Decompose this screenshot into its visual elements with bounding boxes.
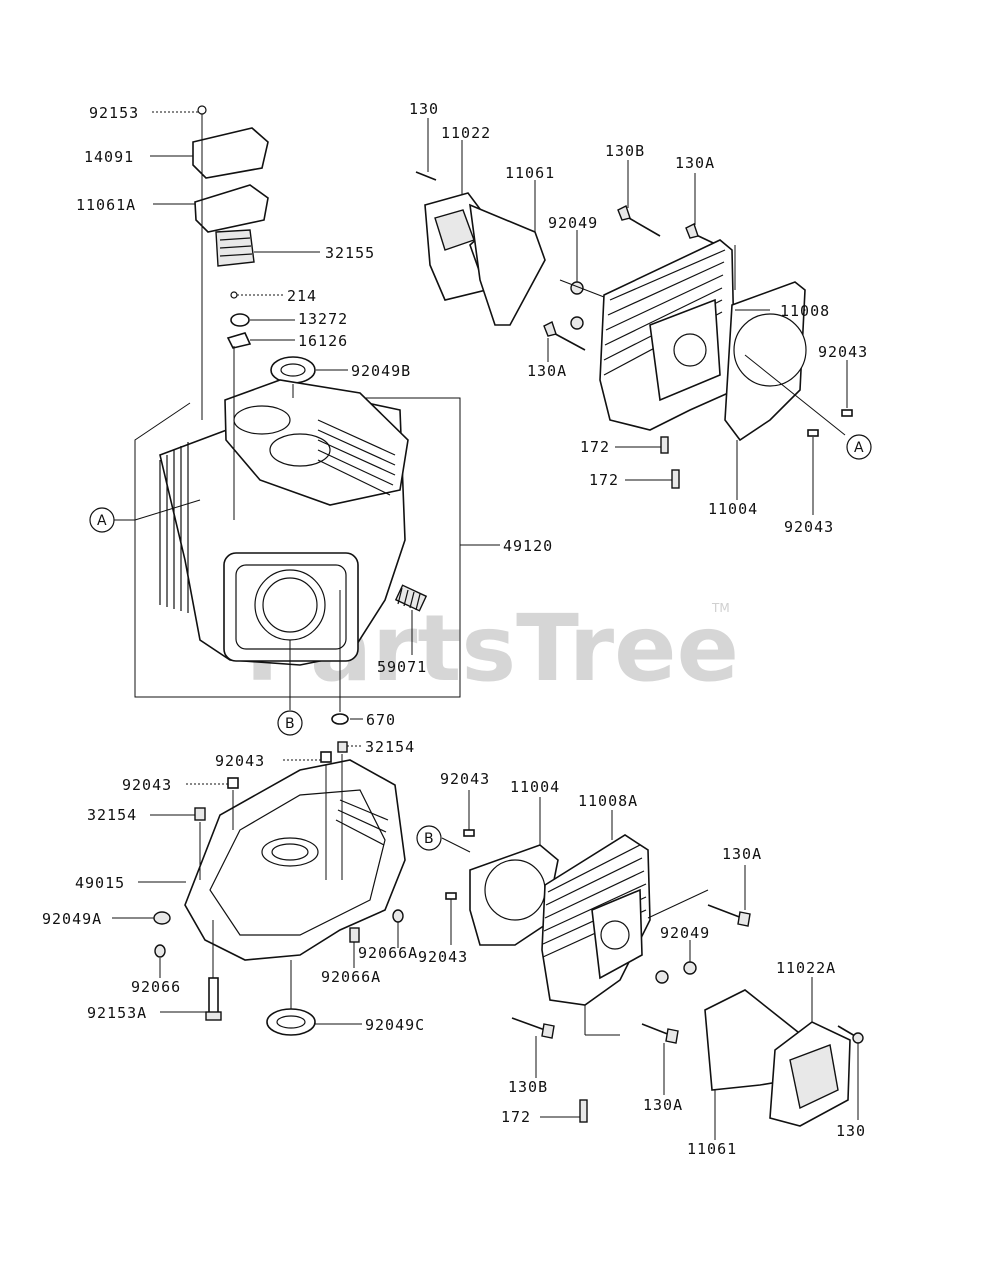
label-49120: 49120 (503, 537, 553, 555)
watermark-trademark: TM (711, 601, 730, 615)
plug-92066 (154, 944, 166, 958)
label-172-bot: 172 (501, 1108, 531, 1126)
pin-32154-l1 (194, 807, 206, 821)
label-11008: 11008 (780, 302, 830, 320)
dowel-92043-b1 (463, 829, 475, 837)
plate-16126 (226, 332, 252, 349)
label-11022a: 11022A (776, 959, 836, 977)
nut-92049-bot (683, 961, 697, 975)
label-92049b: 92049B (351, 362, 411, 380)
label-92153: 92153 (89, 104, 139, 122)
label-130a-b1: 130A (722, 845, 762, 863)
ref-marker-b-bottom: B (416, 825, 442, 851)
label-32154-c1: 32154 (365, 738, 415, 756)
label-670: 670 (366, 711, 396, 729)
label-92066: 92066 (131, 978, 181, 996)
pin-32154-c1 (337, 741, 348, 753)
label-130a-top: 130A (675, 154, 715, 172)
label-92043-r2: 92043 (784, 518, 834, 536)
label-130a-b2: 130A (643, 1096, 683, 1114)
svg-text:B: B (424, 831, 434, 847)
label-92043-c1: 92043 (215, 752, 265, 770)
label-130-top: 130 (409, 100, 439, 118)
label-92049a: 92049A (42, 910, 102, 928)
breather-32155 (215, 229, 255, 267)
bolt-130-bot (837, 1025, 864, 1044)
label-214: 214 (287, 287, 317, 305)
cylinder-head-assembly-1 (415, 118, 853, 515)
label-92043-r1: 92043 (818, 343, 868, 361)
dowel-92043-c1 (320, 751, 332, 763)
svg-text:A: A (97, 513, 107, 529)
ref-marker-a-left: A (89, 507, 115, 533)
ref-marker-b-top: B (277, 710, 303, 736)
label-92066a-2: 92066A (321, 968, 381, 986)
svg-text:B: B (285, 716, 295, 732)
label-92153a: 92153A (87, 1004, 147, 1022)
dowel-92043-r1 (841, 409, 853, 417)
label-32155: 32155 (325, 244, 375, 262)
dowel-92043-b2 (445, 892, 457, 900)
cylinder-head-assembly-2 (441, 790, 864, 1140)
label-130b-bot: 130B (508, 1078, 548, 1096)
crankcase-cover-assembly (112, 741, 406, 1036)
svg-text:A: A (854, 440, 864, 456)
label-11004-top: 11004 (708, 500, 758, 518)
label-11061a: 11061A (76, 196, 136, 214)
label-16126: 16126 (298, 332, 348, 350)
bolt-92153a (205, 977, 222, 1021)
crankcase-cylinder-assembly (113, 105, 500, 725)
label-92049-bot: 92049 (660, 924, 710, 942)
plug-92066a-1 (392, 909, 404, 923)
stud-172-a (660, 436, 669, 454)
dowel-92043-l1 (227, 777, 239, 789)
label-172-a: 172 (580, 438, 610, 456)
label-172-b: 172 (589, 471, 619, 489)
label-11004-bot: 11004 (510, 778, 560, 796)
dowel-92043-r2 (807, 429, 819, 437)
label-130b-top: 130B (605, 142, 645, 160)
washer-13272 (230, 313, 250, 327)
bolt-130-top (415, 171, 437, 181)
label-14091: 14091 (84, 148, 134, 166)
stud-172-bot (579, 1099, 588, 1123)
label-32154-l1: 32154 (87, 806, 137, 824)
bolt-130a-b2 (641, 1023, 679, 1044)
label-11061-top: 11061 (505, 164, 555, 182)
label-11008a: 11008A (578, 792, 638, 810)
label-92043-b2: 92043 (418, 948, 468, 966)
label-59071: 59071 (377, 658, 427, 676)
label-49015: 49015 (75, 874, 125, 892)
bolt-130a-b1 (707, 904, 751, 927)
label-13272: 13272 (298, 310, 348, 328)
stud-172-b (671, 469, 680, 489)
cover-plate-14091 (192, 127, 269, 179)
gasket-11061-top (469, 203, 546, 326)
label-11061-bot: 11061 (687, 1140, 737, 1158)
bolt-130a-mid (543, 321, 586, 351)
bolt-130b-bot (511, 1017, 555, 1039)
label-92049c: 92049C (365, 1016, 425, 1034)
label-92049-top: 92049 (548, 214, 598, 232)
pin-214 (230, 291, 238, 299)
plug-92066a-2 (349, 927, 360, 943)
bolt-92153 (197, 105, 207, 115)
label-11022: 11022 (441, 124, 491, 142)
ref-marker-a-right: A (846, 434, 872, 460)
o-ring-670 (331, 713, 349, 725)
label-130a-mid: 130A (527, 362, 567, 380)
label-92043-b1: 92043 (440, 770, 490, 788)
spring-59071 (394, 584, 428, 612)
bolt-130b-top (617, 205, 661, 237)
seal-92049a (153, 911, 171, 925)
label-130-bot: 130 (836, 1122, 866, 1140)
label-92066a-1: 92066A (358, 944, 418, 962)
gasket-11061a (194, 184, 269, 233)
label-92043-l1: 92043 (122, 776, 172, 794)
